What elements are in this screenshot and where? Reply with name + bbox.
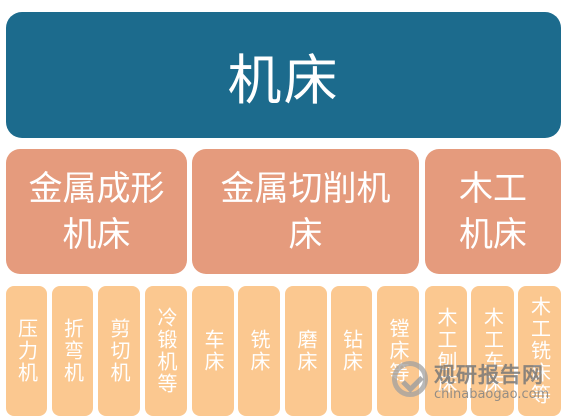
category-metal-cutting-line1: 金属切削机 xyxy=(220,168,391,209)
leaf-shearing: 剪切机 xyxy=(98,286,140,416)
category-metal-cutting-line2: 床 xyxy=(288,214,323,255)
category-woodworking-line2: 机床 xyxy=(459,214,527,255)
category-woodworking: 木工 机床 xyxy=(425,149,561,274)
leaf-milling: 铣床 xyxy=(238,286,280,416)
category-woodworking-line1: 木工 xyxy=(459,168,527,209)
leaf-drilling: 钻床 xyxy=(331,286,372,416)
leaf-lathe: 车床 xyxy=(192,286,234,416)
category-metal-forming-line2: 机床 xyxy=(62,214,131,255)
leaf-wood-planer: 木工刨床 xyxy=(425,286,467,416)
leaf-press: 压力机 xyxy=(6,286,47,416)
leaf-wood-milling: 木工铣床等 xyxy=(518,286,561,416)
category-metal-forming: 金属成形 机床 xyxy=(6,149,187,274)
leaf-bending: 折弯机 xyxy=(52,286,93,416)
root-node-machine-tool: 机床 xyxy=(6,12,561,138)
leaf-boring: 镗床等 xyxy=(377,286,419,416)
category-metal-cutting: 金属切削机 床 xyxy=(192,149,419,274)
leaf-grinding: 磨床 xyxy=(285,286,327,416)
category-metal-forming-line1: 金属成形 xyxy=(28,168,165,209)
leaf-cold-forging: 冷锻机等 xyxy=(145,286,187,416)
leaf-wood-lathe: 木工车床 xyxy=(471,286,514,416)
